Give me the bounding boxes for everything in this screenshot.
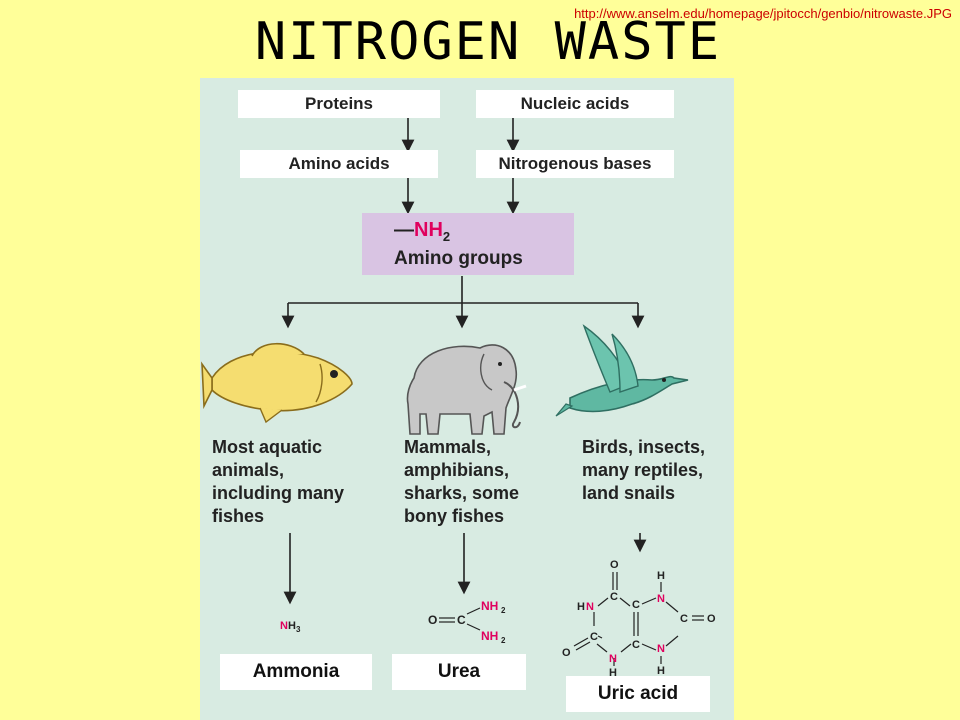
urea-n-bottom: NH (481, 629, 498, 643)
amino-group-formula: —NH2 (394, 219, 451, 244)
diagram-panel: N H 3 O C NH 2 NH 2 (200, 78, 734, 720)
hummingbird-illustration (555, 324, 689, 417)
amino-groups-label: Amino groups (394, 248, 523, 269)
product-uric-acid: Uric acid (566, 676, 710, 712)
urea-sub-top: 2 (501, 606, 506, 615)
urea-sub-bottom: 2 (501, 636, 506, 645)
fish-illustration (201, 343, 353, 424)
uric-n9: N (657, 643, 665, 655)
elephant-illustration (406, 344, 527, 435)
uric-n1: N (586, 601, 594, 613)
uric-c-2: C (590, 631, 598, 643)
uric-h-n1: H (577, 601, 585, 613)
uric-c-8: C (680, 613, 688, 625)
ammonia-formula: N H 3 (280, 620, 301, 634)
uric-o-top: O (610, 559, 619, 571)
proteins-box: Proteins (238, 90, 440, 118)
ammonia-h: H (288, 620, 296, 632)
ammonia-sub: 3 (296, 625, 301, 634)
uric-c-4: C (632, 599, 640, 611)
uric-h-n9: H (657, 665, 665, 677)
diagram-arrows: N H 3 O C NH 2 NH 2 (201, 118, 716, 679)
source-url: http://www.anselm.edu/homepage/jpitocch/… (574, 6, 952, 21)
urea-o: O (428, 613, 437, 627)
group-text-birds: Birds, insects,many reptiles,land snails (582, 437, 706, 503)
uric-n3: N (609, 653, 617, 665)
amino-groups-box: —NH2 Amino groups (362, 213, 574, 275)
uric-o-right: O (707, 613, 716, 625)
uric-c-5: C (632, 639, 640, 651)
uric-acid-formula: O C H N C O N H C C H N C O N H (562, 559, 716, 679)
nitrogenous-bases-box: Nitrogenous bases (476, 150, 674, 178)
urea-n-top: NH (481, 599, 498, 613)
ammonia-n: N (280, 620, 288, 632)
uric-h-n7: H (657, 570, 665, 582)
uric-o-left: O (562, 647, 571, 659)
amino-acids-box: Amino acids (240, 150, 438, 178)
uric-n7: N (657, 593, 665, 605)
product-urea: Urea (392, 654, 526, 690)
urea-c: C (457, 613, 466, 627)
product-ammonia: Ammonia (220, 654, 372, 690)
uric-h-n3: H (609, 667, 617, 679)
urea-formula: O C NH 2 NH 2 (428, 599, 506, 645)
nucleic-acids-box: Nucleic acids (476, 90, 674, 118)
slide-title: NITROGEN WASTE (254, 12, 722, 72)
uric-c-1: C (610, 591, 618, 603)
